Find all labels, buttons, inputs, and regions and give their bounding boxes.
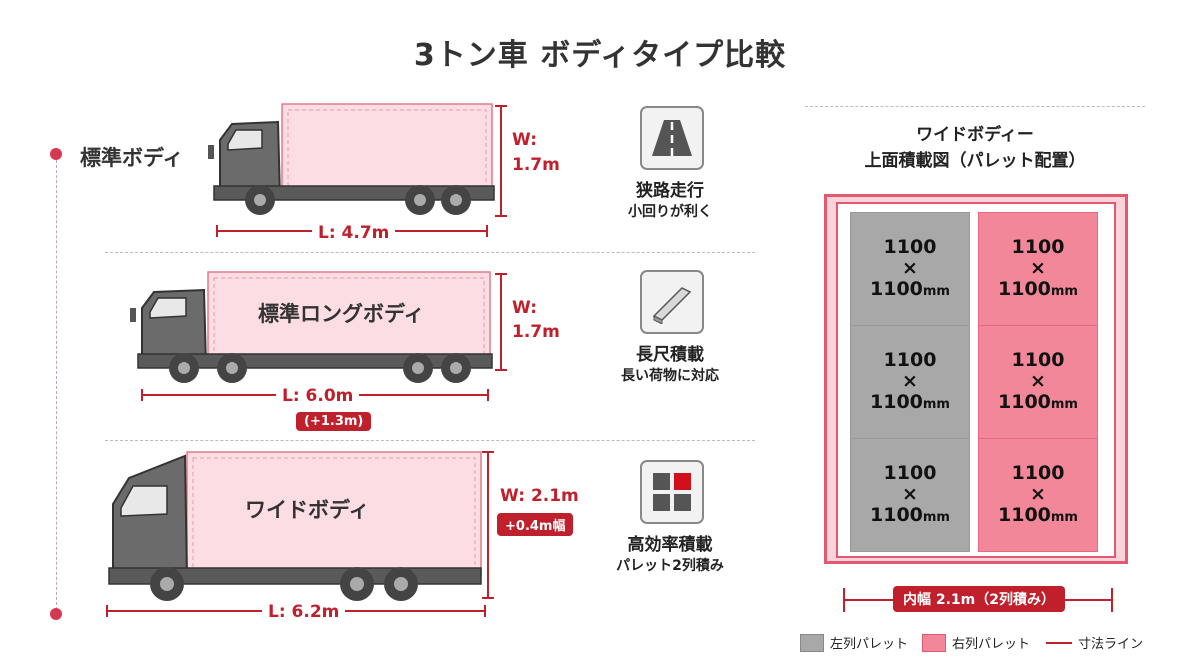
legend-dimension-line: 寸法ライン xyxy=(1046,633,1143,652)
timeline-dot-bottom xyxy=(50,608,62,620)
width-label: W: xyxy=(512,298,538,318)
width-diff-badge: +0.4m幅 xyxy=(497,513,574,536)
pallet-right: 1100×1100mm xyxy=(978,438,1098,552)
legend-swatch-pink xyxy=(922,633,946,652)
truck-wide xyxy=(108,451,482,601)
row-separator xyxy=(105,440,755,441)
road-icon xyxy=(640,106,704,170)
body-label-wide: ワイドボディ xyxy=(245,498,370,522)
width-label: W: xyxy=(512,130,538,150)
width-dimension-line xyxy=(482,451,494,599)
pallet-right: 1100×1100mm xyxy=(978,212,1098,326)
feature-subtitle: 長い荷物に対応 xyxy=(621,368,719,384)
body-label-long: 標準ロングボディ xyxy=(258,302,425,326)
pallet-grid-icon xyxy=(640,460,704,524)
plan-title-line1: ワイドボディー xyxy=(916,125,1034,145)
width-dimension-line xyxy=(495,105,507,217)
truck-long xyxy=(130,271,493,383)
feature-title: 狭路走行 xyxy=(636,181,704,201)
row-label-standard: 標準ボディ xyxy=(80,146,184,170)
feature-title: 高効率積載 xyxy=(627,535,713,555)
row-separator xyxy=(105,252,755,253)
length-label: L: 4.7m xyxy=(312,223,396,243)
feature-subtitle: パレット2列積み xyxy=(616,558,724,574)
legend-line-icon xyxy=(1046,641,1072,644)
long-beam-icon xyxy=(640,270,704,334)
inner-width-badge: 内幅 2.1m（2列積み） xyxy=(893,586,1066,612)
length-diff-badge: (+1.3m) xyxy=(296,412,372,431)
feature-subtitle: 小回りが利く xyxy=(628,204,712,220)
timeline-dot-top xyxy=(50,148,62,160)
panel-separator xyxy=(805,106,1145,107)
timeline-line xyxy=(56,155,57,615)
width-value: 1.7m xyxy=(512,322,560,342)
legend-right-pallet: 右列パレット xyxy=(922,633,1030,652)
legend-swatch-gray xyxy=(800,633,824,652)
legend-left-pallet: 左列パレット xyxy=(800,633,908,652)
plan-title-line2: 上面積載図（パレット配置） xyxy=(864,151,1086,171)
pallet-left: 1100×1100mm xyxy=(850,325,970,439)
truck-standard xyxy=(208,103,495,215)
pallet-left: 1100×1100mm xyxy=(850,212,970,326)
page-title: 3トン車 ボディタイプ比較 xyxy=(413,38,787,73)
pallet-right: 1100×1100mm xyxy=(978,325,1098,439)
pallet-left: 1100×1100mm xyxy=(850,438,970,552)
length-label: L: 6.2m xyxy=(262,602,346,622)
width-dimension-line xyxy=(495,273,507,371)
width-label: W: 2.1m xyxy=(500,486,579,506)
width-value: 1.7m xyxy=(512,155,560,175)
length-label: L: 6.0m xyxy=(276,386,360,406)
feature-title: 長尺積載 xyxy=(636,345,704,365)
